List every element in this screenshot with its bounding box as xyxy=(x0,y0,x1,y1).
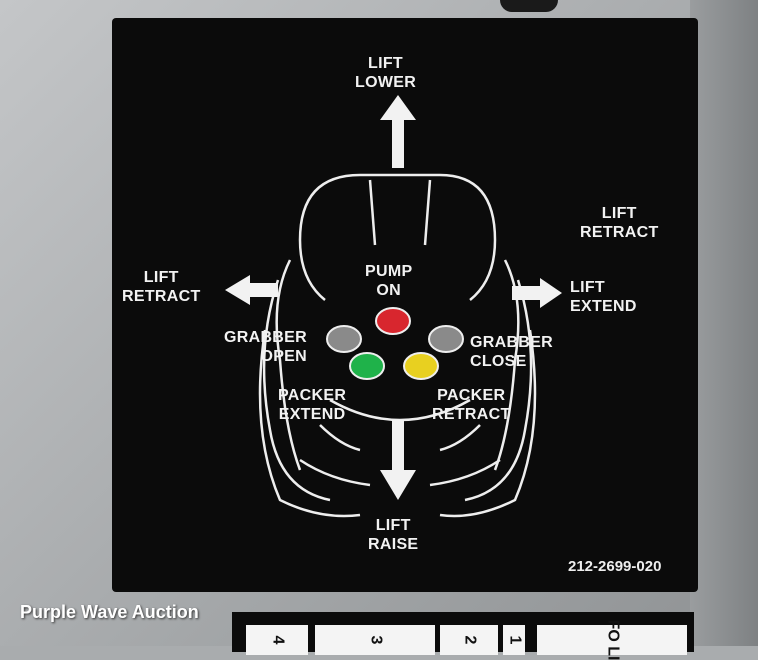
joystick-diagram xyxy=(225,95,562,518)
knob xyxy=(500,0,558,12)
arrow-down-icon xyxy=(380,420,416,500)
strip-cell-2: 2 xyxy=(440,625,498,655)
strip-cell-3: 3 xyxy=(315,625,435,655)
strip-cell-1: 1 xyxy=(503,625,525,655)
grabber-close-button xyxy=(428,325,464,353)
arrow-left-icon xyxy=(225,275,278,305)
strip-cell-fo: FO LI xyxy=(537,620,687,660)
watermark: Purple Wave Auction xyxy=(20,602,199,622)
arrows xyxy=(225,95,562,500)
part-number: 212-2699-020 xyxy=(568,558,662,575)
packer-retract-button xyxy=(403,352,439,380)
arrow-up-icon xyxy=(380,95,416,168)
strip-cell-4: 4 xyxy=(246,625,308,655)
arrow-right-icon xyxy=(512,278,562,308)
grabber-open-button xyxy=(326,325,362,353)
packer-extend-button xyxy=(349,352,385,380)
panel-edge xyxy=(690,0,758,646)
pump-button xyxy=(375,307,411,335)
control-buttons xyxy=(326,307,464,380)
